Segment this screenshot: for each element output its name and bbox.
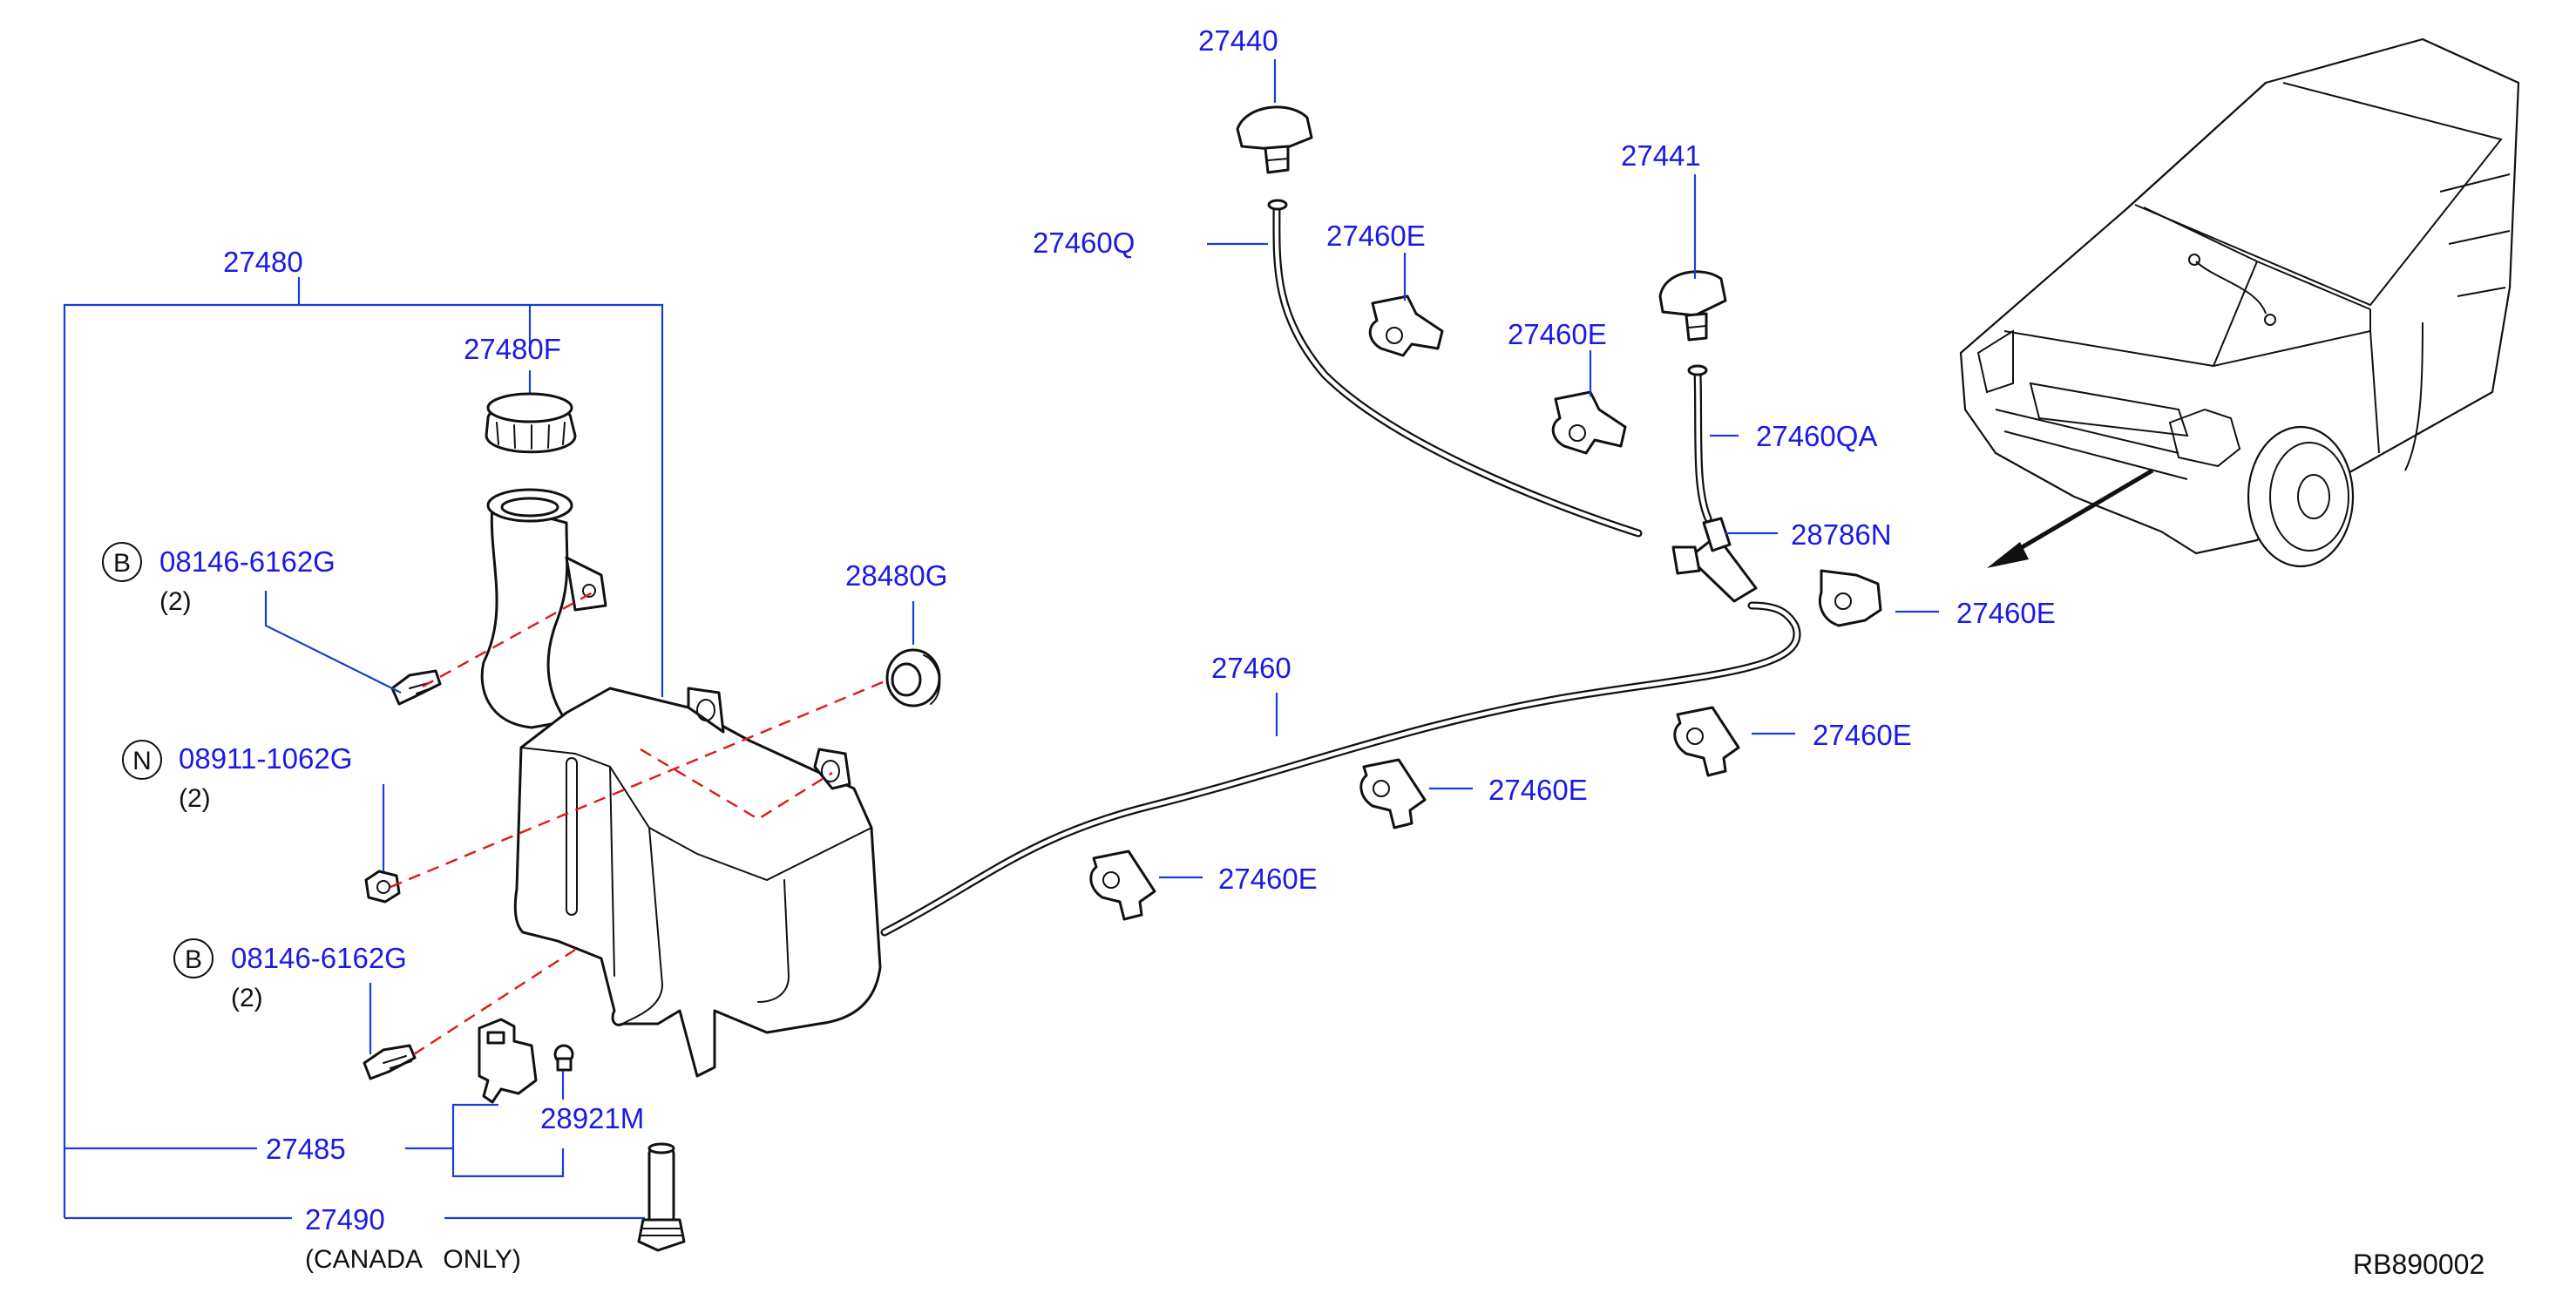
- label-27490: 27490: [305, 1203, 385, 1235]
- svg-text:B: B: [185, 945, 202, 974]
- nut: [364, 870, 401, 904]
- svg-text:N: N: [132, 747, 152, 775]
- hose-nozzle-right: [1687, 364, 1712, 523]
- hose-clip-3: [1818, 569, 1882, 627]
- label-08146-6162G-upper: 08146-6162G: [159, 545, 336, 578]
- bolt-lower: [363, 1044, 417, 1080]
- label-27460QA: 27460QA: [1756, 420, 1877, 452]
- qty-08146-6162G-lower: (2): [231, 984, 263, 1012]
- washer-nozzle-right: [1658, 270, 1727, 342]
- hose-joint: [1671, 517, 1758, 603]
- symbol-bolt-upper: B: [102, 542, 142, 582]
- hose-nozzle-left: [1267, 199, 1643, 538]
- label-27460Q: 27460Q: [1033, 227, 1135, 259]
- vehicle-illustration: [1959, 37, 2520, 568]
- label-27460E-clip1: 27460E: [1326, 220, 1426, 252]
- label-27460E-clip4: 27460E: [1813, 719, 1912, 751]
- washer-nozzle-left: [1236, 105, 1313, 174]
- label-27460E-clip6: 27460E: [1218, 863, 1318, 895]
- tank-cap: [485, 392, 577, 454]
- label-27480F: 27480F: [464, 333, 561, 365]
- label-27460E-clip3: 27460E: [1956, 597, 2056, 629]
- label-27485: 27485: [266, 1133, 346, 1165]
- hose-clip-4: [1673, 706, 1740, 777]
- leader-lines: [264, 59, 1939, 1054]
- label-08146-6162G-lower: 08146-6162G: [231, 942, 407, 974]
- symbol-bolt-lower: B: [173, 938, 214, 978]
- qty-08911-1062G: (2): [179, 784, 211, 813]
- hose-clip-5: [1359, 758, 1427, 829]
- reference-code: RB890002: [2353, 1249, 2484, 1280]
- symbol-nut: N: [122, 740, 162, 780]
- svg-text:B: B: [113, 549, 131, 578]
- label-27440: 27440: [1198, 24, 1278, 57]
- label-27441: 27441: [1621, 139, 1701, 172]
- qty-08146-6162G-upper: (2): [159, 587, 192, 616]
- alignment-guides: [390, 591, 890, 1056]
- note-canada-only: (CANADA ONLY): [305, 1245, 521, 1274]
- label-27460: 27460: [1211, 652, 1291, 684]
- main-hose: [880, 601, 1801, 937]
- label-28480G: 28480G: [845, 559, 947, 592]
- level-sensor: [637, 1142, 686, 1252]
- label-27480: 27480: [223, 246, 303, 278]
- hose-clip-6: [1089, 850, 1156, 921]
- bolt-upper: [390, 669, 442, 706]
- label-28921M: 28921M: [540, 1102, 644, 1134]
- label-27460E-clip5: 27460E: [1488, 774, 1588, 806]
- hose-clip-2: [1551, 390, 1627, 455]
- tank-assembly-bracket: [63, 277, 664, 1220]
- grommet: [885, 648, 941, 707]
- label-27460E-clip2: 27460E: [1508, 318, 1607, 350]
- label-28786N: 28786N: [1791, 518, 1892, 551]
- label-08911-1062G: 08911-1062G: [179, 742, 352, 775]
- washer-pump: [478, 1018, 574, 1104]
- hose-clip-1: [1368, 294, 1444, 357]
- washer-tank: [480, 488, 882, 1078]
